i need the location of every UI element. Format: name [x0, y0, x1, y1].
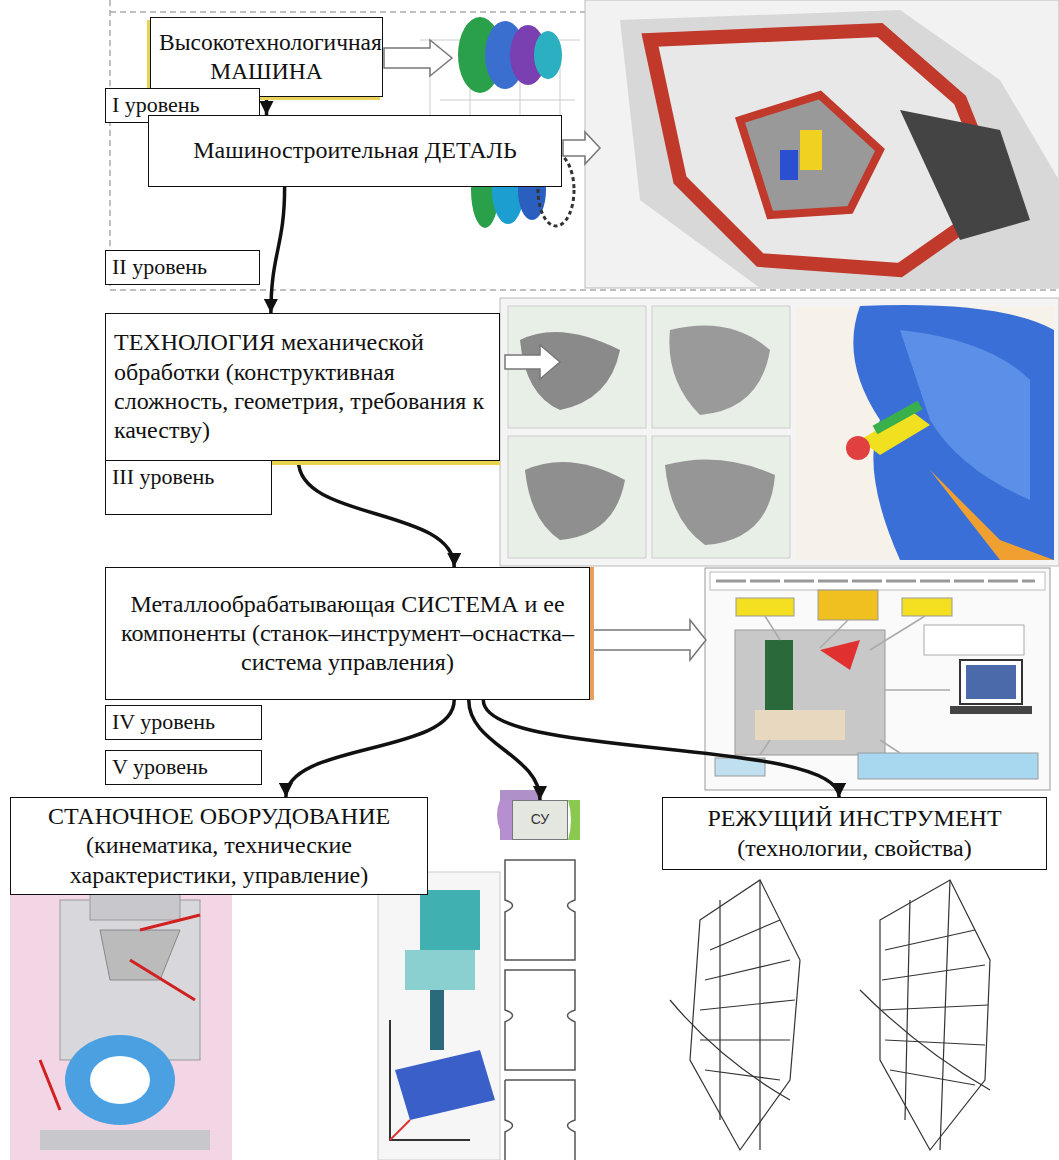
flow-arrow [299, 461, 455, 567]
box-text: II уровень [112, 254, 253, 281]
box-text: ТЕХНОЛОГИЯ механической обработки (конст… [114, 328, 491, 445]
level-box: Машиностроительная ДЕТАЛЬ [148, 115, 562, 187]
box-text: РЕЖУЩИЙ ИНСТРУМЕНТ (технологии, свойства… [671, 804, 1038, 863]
box-text: СУ [531, 811, 550, 828]
flow-arrow [271, 187, 285, 313]
level-label: V уровень [105, 750, 262, 785]
level-label: II уровень [105, 250, 260, 285]
box-text: III уровень [112, 464, 265, 491]
box-text: СТАНОЧНОЕ ОБОРУДОВАНИЕ (кинематика, техн… [19, 802, 419, 890]
puzzle-piece: СУ [512, 800, 568, 840]
level-label: IV уровень [105, 705, 262, 740]
level-box: СТАНОЧНОЕ ОБОРУДОВАНИЕ (кинематика, техн… [10, 797, 428, 895]
box-text: Высокотехнологичная МАШИНА [159, 28, 374, 85]
box-text: Машиностроительная ДЕТАЛЬ [157, 136, 553, 165]
flow-arrow [265, 97, 269, 115]
level-box: Металлообрабатывающая СИСТЕМА и ее компо… [105, 567, 590, 700]
flow-arrow [483, 700, 839, 797]
level-label: III уровень [105, 460, 272, 515]
flow-arrow [286, 700, 454, 797]
level-box: ТЕХНОЛОГИЯ механической обработки (конст… [105, 313, 500, 461]
box-text: Металлообрабатывающая СИСТЕМА и ее компо… [114, 590, 581, 678]
box-text: IV уровень [112, 709, 255, 736]
flow-arrow [469, 700, 540, 800]
box-text: V уровень [112, 754, 255, 781]
level-box: РЕЖУЩИЙ ИНСТРУМЕНТ (технологии, свойства… [662, 797, 1047, 870]
level-box: Высокотехнологичная МАШИНА [150, 17, 383, 97]
